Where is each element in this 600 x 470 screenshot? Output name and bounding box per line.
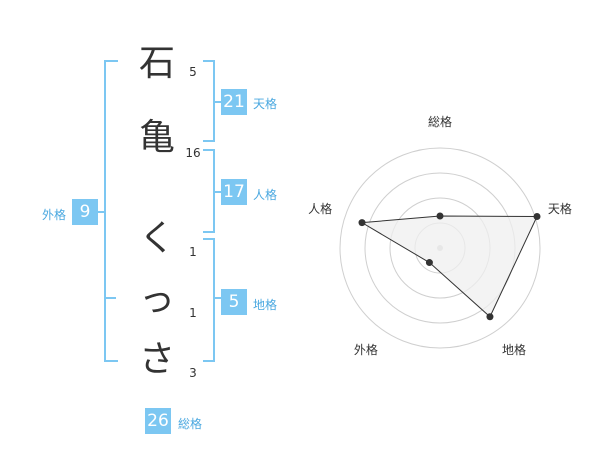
jinkaku-bracket [203, 149, 215, 233]
radar-axis-label-4: 外格 [354, 342, 378, 357]
radar-point-2 [533, 212, 541, 220]
gaikaku-bracket-mid [104, 297, 116, 299]
stroke-count-4: 1 [189, 306, 197, 320]
tenkaku-bracket-tick [215, 101, 221, 103]
radar-axis-label-5: 人格 [308, 201, 332, 216]
radar-point-1 [436, 212, 444, 220]
jinkaku-bracket-tick [215, 191, 221, 193]
radar-ring [339, 147, 541, 349]
radar-point-3 [486, 313, 494, 321]
gaikaku-bracket-tick [96, 211, 104, 213]
jinkaku-badge: 17 [221, 179, 247, 205]
radar-point-4 [425, 259, 433, 267]
gaikaku-badge: 9 [72, 199, 98, 225]
radar-point-5 [358, 219, 366, 227]
name-char-5: さ [138, 339, 175, 380]
soukaku-label: 総格 [178, 417, 203, 431]
radar-polygon [360, 215, 538, 318]
name-char-1: 石 [138, 43, 175, 84]
name-char-3: く [138, 218, 175, 259]
name-char-2: 亀 [138, 117, 175, 158]
stroke-count-1: 5 [189, 65, 197, 79]
soukaku-badge: 26 [145, 408, 171, 434]
radar-axis-label-2: 天格 [548, 201, 572, 216]
tenkaku-label: 天格 [253, 97, 278, 111]
name-char-4: っ [138, 279, 175, 320]
stroke-count-3: 1 [189, 245, 197, 259]
gaikaku-bracket [104, 60, 118, 362]
gaikaku-label: 外格 [42, 208, 67, 222]
radar-axis-label-3: 地格 [502, 342, 526, 357]
tenkaku-badge: 21 [221, 89, 247, 115]
radar-axis-label-1: 総格 [428, 114, 452, 129]
chikaku-badge: 5 [221, 289, 247, 315]
stroke-count-5: 3 [189, 366, 197, 380]
jinkaku-label: 人格 [253, 188, 278, 202]
stroke-count-2: 16 [185, 146, 201, 160]
chikaku-label: 地格 [253, 298, 278, 312]
chikaku-bracket-tick [215, 297, 221, 299]
chikaku-bracket [203, 238, 215, 362]
tenkaku-bracket [203, 60, 215, 142]
